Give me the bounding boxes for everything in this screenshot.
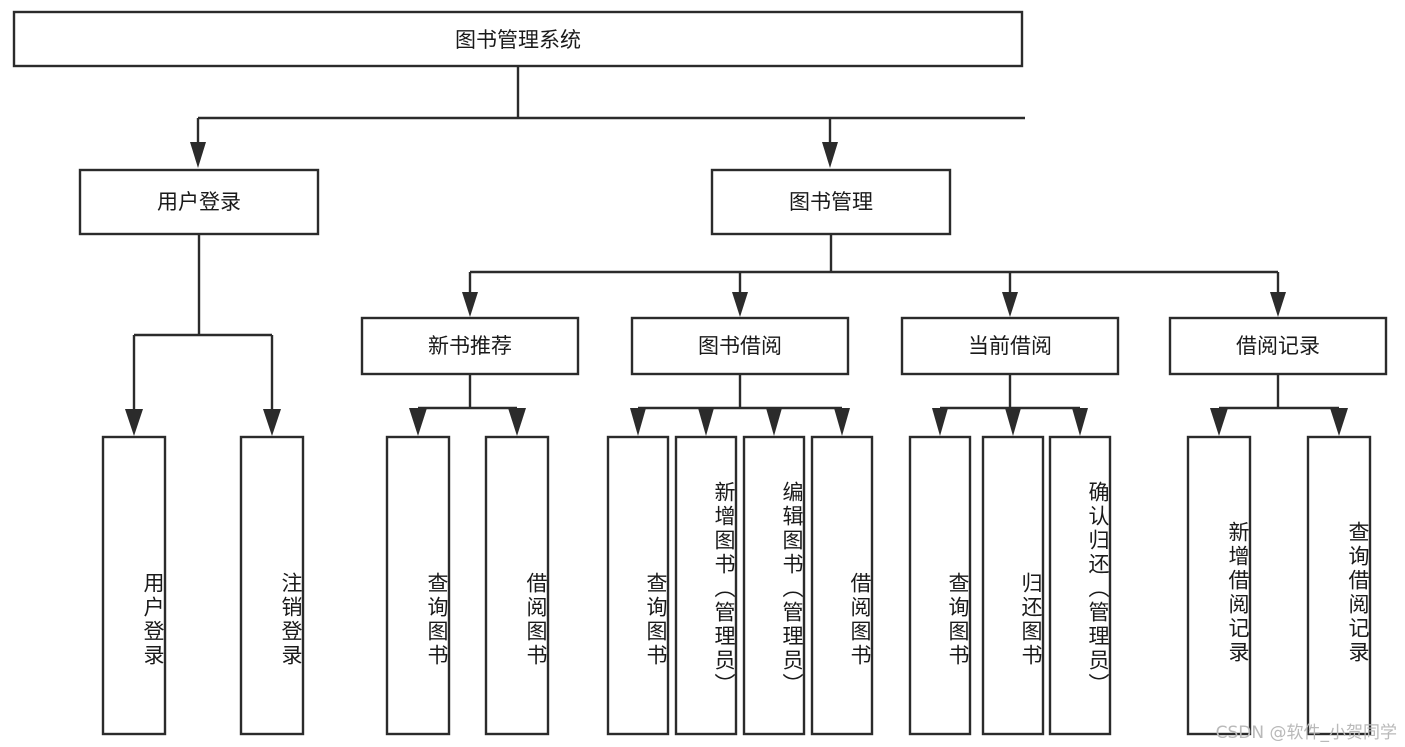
arrowhead-bm-to-current-borrow: [1002, 292, 1018, 317]
node-leaf-query-book-current-box[interactable]: [908, 435, 972, 736]
node-root-label: 图书管理系统: [455, 28, 581, 52]
node-leaf-query-book-borrow-box[interactable]: [606, 435, 670, 736]
node-leaf-user-logout-box[interactable]: [239, 435, 305, 736]
arrowhead-bm-to-borrow-record: [1270, 292, 1286, 317]
arrowhead-bm-to-book-borrow: [732, 292, 748, 317]
arrowhead-bb-to-leaf2: [698, 408, 714, 436]
node-book-manage-box[interactable]: [710, 168, 952, 236]
node-leaf-query-borrow-record-box[interactable]: [1306, 435, 1372, 736]
arrowhead-user-login-to-leaf2: [263, 409, 281, 436]
arrowhead-bb-to-leaf3: [766, 408, 782, 436]
arrowhead-root-to-user-login: [190, 142, 206, 168]
arrowhead-cb-to-leaf2: [1005, 408, 1021, 436]
node-leaf-borrow-book-recommend-box[interactable]: [484, 435, 550, 736]
node-leaf-edit-book-admin-box[interactable]: [742, 435, 806, 736]
node-user-login-label: 用户登录: [157, 190, 241, 214]
node-user-login-box[interactable]: [78, 168, 320, 236]
connector-layer: [125, 66, 1348, 436]
arrowhead-nb-to-leaf2: [508, 408, 526, 436]
node-book-manage-label: 图书管理: [789, 190, 873, 214]
node-borrow-record-label: 借阅记录: [1236, 334, 1320, 358]
node-leaf-query-book-recommend-box[interactable]: [385, 435, 451, 736]
node-leaf-add-borrow-record-box[interactable]: [1186, 435, 1252, 736]
arrowhead-bm-to-new-book: [462, 292, 478, 317]
node-leaf-add-book-admin-box[interactable]: [674, 435, 738, 736]
arrowhead-user-login-to-leaf1: [125, 409, 143, 436]
node-leaf-borrow-book-box[interactable]: [810, 435, 874, 736]
node-new-book-recommend-label: 新书推荐: [428, 334, 512, 358]
node-book-borrow-box[interactable]: [630, 316, 850, 376]
arrowhead-root-to-book-manage: [822, 142, 838, 168]
arrowhead-nb-to-leaf1: [409, 408, 427, 436]
arrowhead-cb-to-leaf3: [1072, 408, 1088, 436]
arrowhead-bb-to-leaf4: [834, 408, 850, 436]
arrowhead-br-to-leaf2: [1330, 408, 1348, 436]
arrowhead-br-to-leaf1: [1210, 408, 1228, 436]
node-leaf-confirm-return-admin-box[interactable]: [1048, 435, 1112, 736]
arrowhead-bb-to-leaf1: [630, 408, 646, 436]
csdn-watermark: CSDN @软件_小贺同学: [1215, 723, 1397, 743]
node-layer: 图书管理系统 用户登录 图书管理 新书推荐 图书借阅 当前借阅 借阅记录: [12, 10, 1388, 736]
node-root-box[interactable]: [12, 10, 1024, 68]
node-borrow-record-box[interactable]: [1168, 316, 1388, 376]
arrowhead-cb-to-leaf1: [932, 408, 948, 436]
node-current-borrow-box[interactable]: [900, 316, 1120, 376]
node-current-borrow-label: 当前借阅: [968, 334, 1052, 358]
node-book-borrow-label: 图书借阅: [698, 334, 782, 358]
node-leaf-user-login-box[interactable]: [101, 435, 167, 736]
node-new-book-recommend-box[interactable]: [360, 316, 580, 376]
node-leaf-return-book-box[interactable]: [981, 435, 1045, 736]
